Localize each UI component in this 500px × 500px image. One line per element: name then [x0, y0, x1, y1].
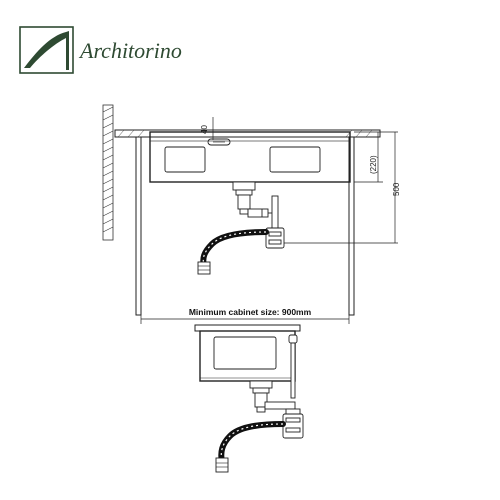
dimension-mount-depth: (220): [369, 155, 378, 174]
logo-emblem: [19, 26, 74, 74]
wall-hatch: [102, 104, 114, 241]
flexible-hose-top: [197, 229, 269, 275]
cabinet-sides: [135, 136, 355, 316]
drain-assembly-top: [232, 181, 285, 249]
flexible-hose-side: [215, 421, 286, 473]
countertop: [114, 129, 381, 138]
overflow-slot: [207, 138, 231, 146]
overflow-pipe-side: [288, 334, 298, 399]
drain-assembly-side: [249, 380, 304, 439]
cabinet-size-caption: Minimum cabinet size: 900mm: [189, 307, 312, 317]
brand-name: Architorino: [78, 38, 182, 63]
dimension-cabinet-height: 500: [392, 182, 401, 196]
dimension-overflow-height: 40: [200, 125, 209, 134]
bowl-window-left: [164, 146, 206, 173]
dimension-lines: [140, 117, 398, 324]
sink-side-view: [194, 324, 301, 382]
bowl-window-right: [269, 146, 321, 173]
sink-bowl: [149, 131, 351, 183]
logo-swoosh-icon: [24, 31, 69, 70]
brand-logo: Architorino: [19, 26, 182, 74]
